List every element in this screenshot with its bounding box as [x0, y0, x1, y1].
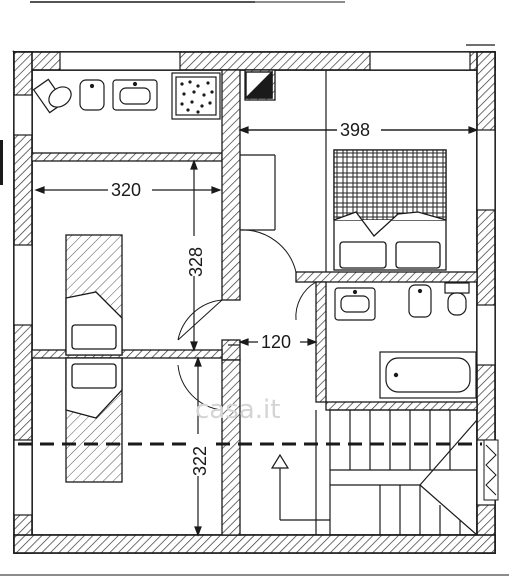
single-bed-upper: [65, 234, 123, 356]
bathtub-icon: [379, 351, 477, 399]
left-edge-mark: [0, 140, 3, 185]
windows: [13, 51, 496, 516]
door-swing-left-lower: [177, 364, 223, 411]
door-swing-bedroom-right: [239, 229, 297, 300]
bidet-icon: [408, 284, 432, 318]
label-bg: [184, 236, 206, 276]
double-bed: [333, 149, 447, 271]
right-wall-detail: [483, 439, 499, 501]
dimension-322: 322: [190, 446, 210, 476]
label-bg: [188, 434, 210, 476]
toilet-icon: [32, 78, 72, 114]
shaft: [244, 70, 273, 99]
dimension-328: 328: [186, 247, 206, 277]
stair-arrow-icon: [270, 453, 330, 521]
single-bed-lower: [65, 357, 123, 483]
dimension-320: 320: [111, 180, 141, 200]
watermark-text: casa.it: [195, 395, 280, 425]
dimension-398: 398: [340, 120, 370, 140]
label-bg: [108, 178, 152, 200]
shower-tray-icon: [171, 72, 221, 120]
washbasin-icon: [112, 79, 158, 111]
label-bg: [258, 330, 300, 352]
washbasin-icon: [334, 287, 376, 321]
door-swing-left-upper: [177, 299, 223, 341]
bathroom-right: [334, 282, 477, 399]
staircase: [329, 409, 478, 536]
bidet-icon: [79, 79, 105, 111]
door-swing-bath-right: [295, 281, 317, 321]
toilet-icon: [444, 282, 470, 316]
dimension-120: 120: [261, 332, 291, 352]
bathroom-top-left: [32, 72, 221, 120]
label-bg: [337, 118, 381, 140]
